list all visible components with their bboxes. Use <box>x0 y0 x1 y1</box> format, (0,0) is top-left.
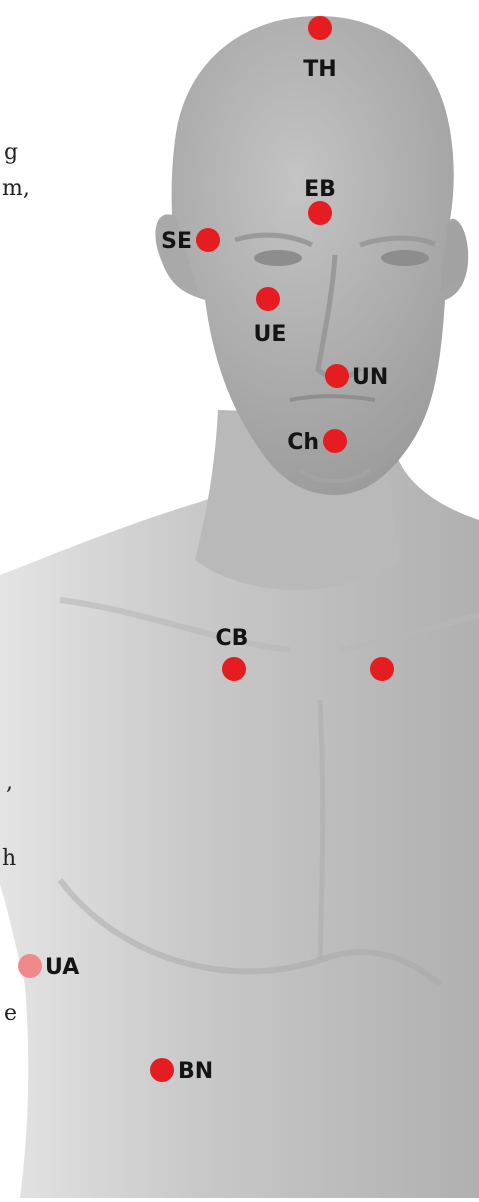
text-fragment: h <box>2 848 16 870</box>
eye-right <box>381 250 429 266</box>
point-bn-marker <box>150 1058 174 1082</box>
point-cb-label: CB <box>216 626 249 651</box>
point-ue-marker <box>256 287 280 311</box>
text-fragment: e <box>4 1003 17 1025</box>
point-se-marker <box>196 228 220 252</box>
point-un-marker <box>325 364 349 388</box>
point-ue-label: UE <box>254 322 287 347</box>
text-fragment: g <box>4 142 18 164</box>
point-cb-marker <box>222 657 246 681</box>
point-cb-right-marker <box>370 657 394 681</box>
eye-left <box>254 250 302 266</box>
point-ua-label: UA <box>45 955 79 980</box>
point-ch-label: Ch <box>287 430 319 455</box>
point-se-label: SE <box>161 229 192 254</box>
sternum-shading <box>320 700 323 960</box>
point-un-label: UN <box>352 365 388 390</box>
text-fragment: , <box>6 772 13 794</box>
point-eb-label: EB <box>304 177 336 202</box>
text-fragment: m, <box>2 178 30 200</box>
point-th-label: TH <box>303 57 336 82</box>
point-bn-label: BN <box>178 1059 213 1084</box>
point-ch-marker <box>323 429 347 453</box>
point-eb-marker <box>308 201 332 225</box>
point-th-marker <box>308 16 332 40</box>
point-ua-marker <box>18 954 42 978</box>
